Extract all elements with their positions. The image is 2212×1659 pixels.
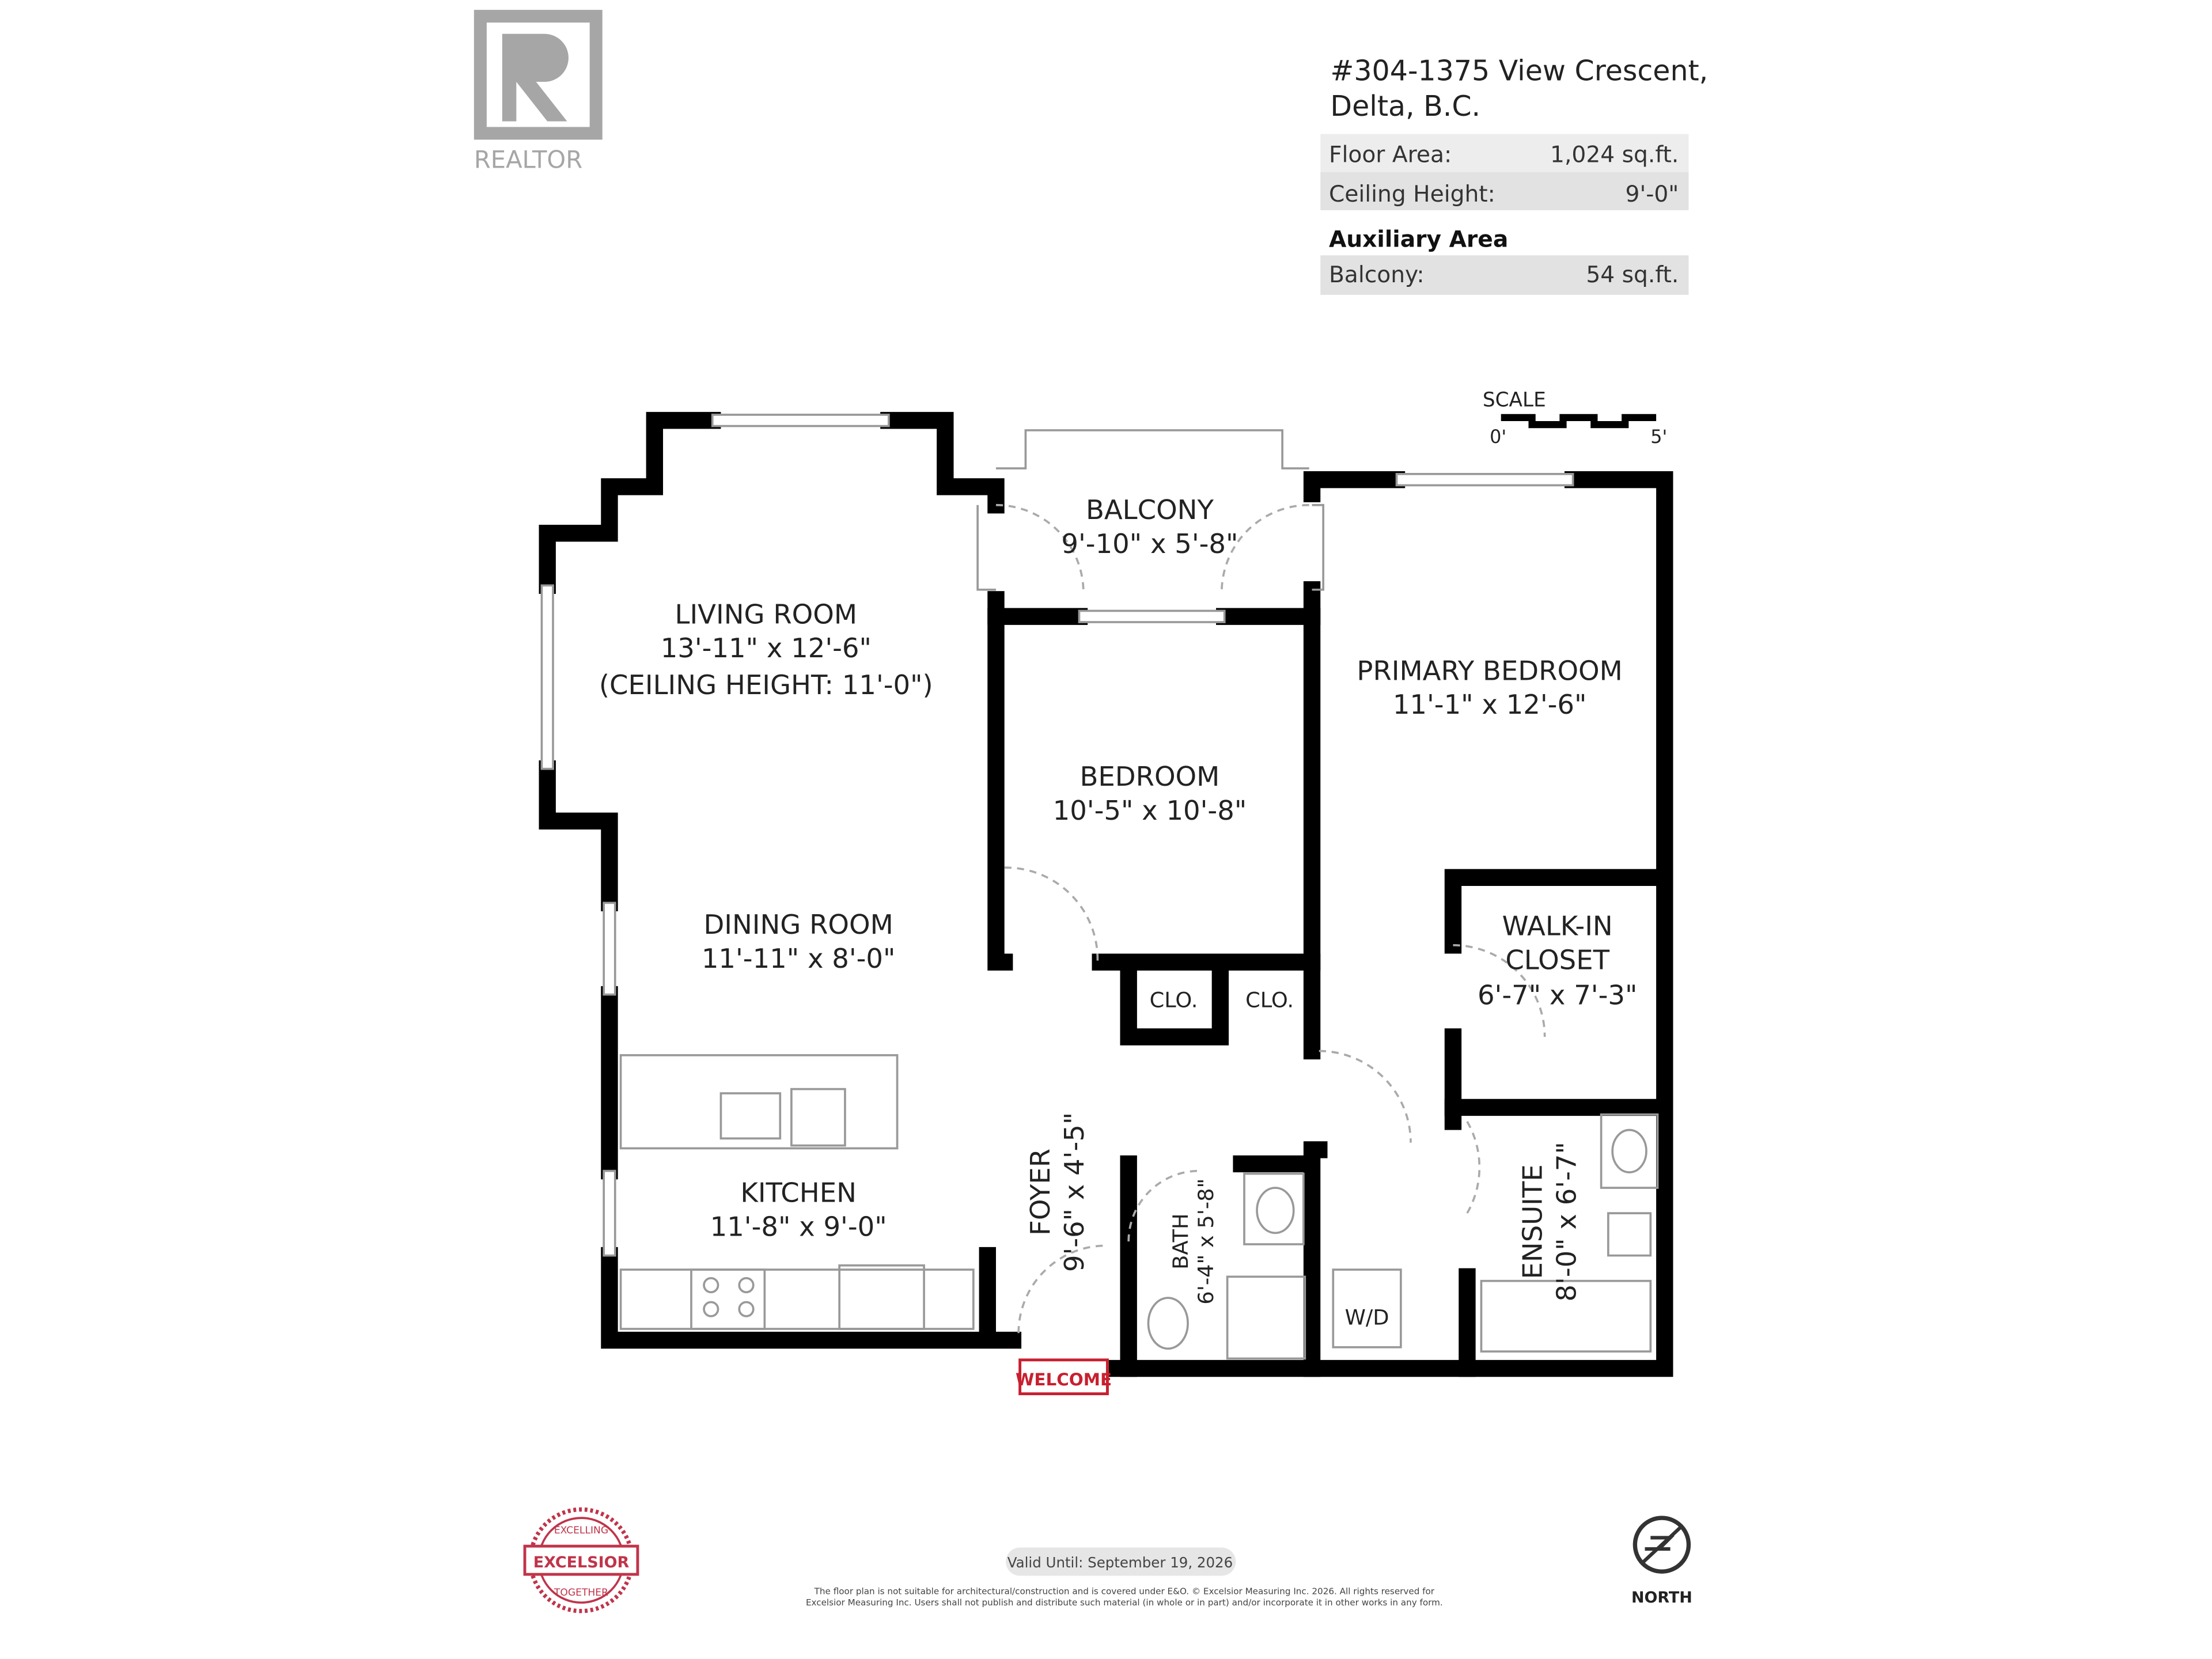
living-room-dims: 13'-11" x 12'-6" [661,632,872,664]
primary-bedroom-name: PRIMARY BEDROOM [1357,655,1622,686]
bath-name: BATH [1168,1213,1193,1270]
floor-area-value: 1,024 sq.ft. [1550,142,1679,168]
primary-bedroom-dims: 11'-1" x 12'-6" [1393,689,1587,720]
realtor-logo: REALTOR [474,10,603,173]
ceiling-height-label: Ceiling Height: [1329,181,1495,207]
north-label: NORTH [1631,1589,1692,1607]
welcome-text: WELCOME [1016,1370,1112,1389]
bedroom-name: BEDROOM [1080,761,1220,792]
foyer-dims: 9'-6" x 4'-5" [1059,1112,1090,1272]
dining-room-name: DINING ROOM [703,909,893,940]
address-line-2: Delta, B.C. [1330,90,1480,123]
washer-dryer-label: W/D [1345,1305,1389,1330]
welcome-mat: WELCOME [1016,1358,1112,1396]
realtor-wordmark: REALTOR [474,145,582,173]
foyer-name: FOYER [1025,1149,1056,1236]
ensuite-name: ENSUITE [1517,1164,1548,1279]
balcony-area-value: 54 sq.ft. [1586,262,1679,288]
scale-max: 5' [1650,426,1667,448]
walls [539,412,1673,1377]
balcony-dims: 9'-10" x 5'-8" [1061,528,1238,559]
address-line-1: #304-1375 View Crescent, [1330,55,1708,88]
ceiling-height-value: 9'-0" [1626,181,1679,207]
badge-top-text: EXCELLING [554,1525,608,1536]
scale-label: SCALE [1483,388,1546,411]
closet-label-1: CLO. [1150,988,1198,1013]
walk-in-closet-name-1: WALK-IN [1502,911,1613,942]
kitchen-dims: 11'-8" x 9'-0" [710,1211,887,1242]
floor-area-label: Floor Area: [1329,142,1452,168]
closet-label-2: CLO. [1245,988,1294,1013]
disclaimer-line-2: Excelsior Measuring Inc. Users shall not… [806,1597,1443,1608]
scale-bar: SCALE 0' 5' [1483,388,1667,448]
valid-until: Valid Until: September 19, 2026 [1007,1554,1233,1571]
balcony-name: BALCONY [1086,494,1214,525]
kitchen-name: KITCHEN [740,1177,857,1209]
excelsior-badge-logo: EXCELSIOR EXCELLING TOGETHER [523,1507,639,1613]
north-arrow: NORTH [1631,1516,1692,1607]
auxiliary-area-title: Auxiliary Area [1329,227,1508,253]
badge-center-text: EXCELSIOR [533,1554,630,1571]
bedroom-dims: 10'-5" x 10'-8" [1053,795,1247,826]
north-icon [1641,1525,1683,1565]
dining-room-dims: 11'-11" x 8'-0" [702,943,896,974]
walk-in-closet-name-2: CLOSET [1505,944,1609,975]
living-room-name: LIVING ROOM [675,599,857,630]
walk-in-closet-dims: 6'-7" x 7'-3" [1478,980,1637,1011]
disclaimer-line-1: The floor plan is not suitable for archi… [814,1586,1435,1596]
room-labels: BALCONY 9'-10" x 5'-8" LIVING ROOM 13'-1… [599,494,1637,1330]
living-room-ceiling: (CEILING HEIGHT: 11'-0") [599,669,933,700]
balcony-area-label: Balcony: [1329,262,1425,288]
badge-bottom-text: TOGETHER [554,1587,608,1599]
property-info: #304-1375 View Crescent, Delta, B.C. Flo… [1320,55,1708,295]
bath-dims: 6'-4" x 5'-8" [1194,1179,1218,1305]
footer: Valid Until: September 19, 2026 The floo… [806,1547,1443,1608]
ensuite-dims: 8'-0" x 6'-7" [1551,1142,1582,1301]
scale-min: 0' [1490,426,1506,448]
